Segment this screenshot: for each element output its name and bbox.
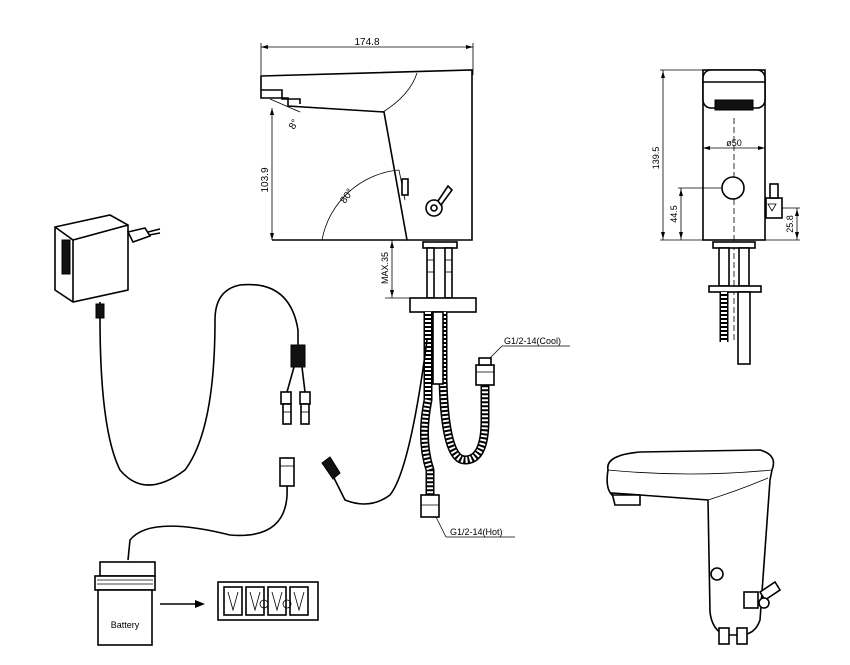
faucet-perspective-view [606, 449, 782, 645]
hose-assembly [419, 311, 495, 518]
angle-spout-label: 8° [287, 118, 301, 132]
dim-height-lever: 25.8 [785, 215, 795, 233]
battery-label: Battery [111, 620, 140, 630]
cool-inlet-label: G1/2-14(Cool) [504, 336, 561, 346]
hot-inlet-label: G1/2-14(Hot) [450, 527, 503, 537]
dim-max-deck: MAX.35 [380, 252, 390, 284]
dim-width-top: 174.8 [354, 37, 379, 48]
faucet-side-view: 174.8 8° 80° 103.9 [260, 37, 570, 538]
battery-box: Battery [94, 561, 205, 646]
dim-height-sensor: 44.5 [669, 205, 679, 223]
battery-compartment [217, 581, 319, 621]
faucet-front-view: ø50 139.5 44.5 25.8 [651, 69, 800, 365]
power-adapter-assembly [54, 214, 311, 561]
angle-sensor-label: 80° [338, 187, 356, 206]
dim-height-body: 103.9 [260, 167, 271, 192]
dim-diameter: ø50 [726, 138, 742, 148]
dim-height-total: 139.5 [651, 147, 661, 170]
